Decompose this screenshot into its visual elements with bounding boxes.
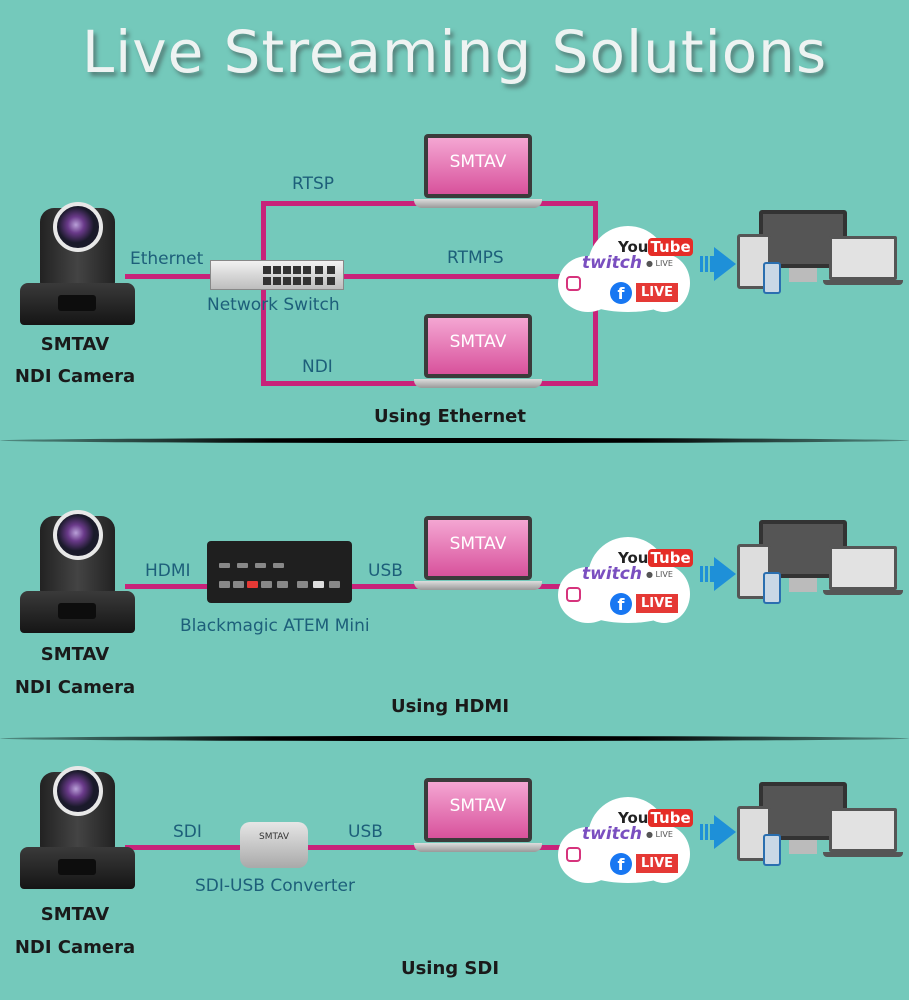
viewer-devices	[737, 782, 907, 882]
laptop-ndi: SMTAV	[414, 314, 542, 388]
camera-model: NDI Camera	[14, 937, 136, 958]
sdi-label: SDI	[173, 822, 202, 842]
camera-model: NDI Camera	[14, 366, 136, 387]
camera-brand: SMTAV	[40, 904, 110, 925]
atem-mini-image	[207, 541, 352, 603]
viewer-devices	[737, 210, 907, 310]
facebook-live-label: LIVE	[636, 283, 679, 302]
network-switch-image	[210, 260, 344, 290]
camera-model: NDI Camera	[14, 677, 136, 698]
sdi-usb-converter-label: SDI-USB Converter	[195, 876, 355, 896]
rtsp-label: RTSP	[292, 174, 335, 194]
laptop: SMTAV	[414, 778, 542, 852]
twitch-logo: twitch	[582, 824, 642, 844]
viewer-devices	[737, 520, 907, 620]
laptop-screen-text: SMTAV	[428, 318, 528, 374]
laptop-screen-text: SMTAV	[428, 782, 528, 838]
path-left-vertical	[261, 201, 266, 386]
page-title: Live Streaming Solutions	[81, 18, 828, 86]
section-caption-sdi: Using SDI	[400, 958, 500, 979]
laptop-screen-text: SMTAV	[428, 138, 528, 194]
section-caption-ethernet: Using Ethernet	[374, 406, 526, 427]
ndi-camera-image	[15, 764, 140, 889]
instagram-live-icon	[566, 587, 581, 602]
ndi-label: NDI	[302, 357, 333, 377]
instagram-live-icon	[566, 847, 581, 862]
ethernet-cable	[125, 274, 215, 279]
sdi-usb-cable	[125, 845, 570, 850]
rtmps-label: RTMPS	[447, 248, 504, 268]
arrow-right-icon	[700, 557, 736, 591]
laptop-rtsp: SMTAV	[414, 134, 542, 208]
facebook-icon: f	[610, 853, 632, 875]
instagram-live-icon	[566, 276, 581, 291]
ndi-camera-image	[15, 508, 140, 633]
usb-label: USB	[348, 822, 383, 842]
facebook-live-label: LIVE	[636, 854, 679, 873]
laptop-screen-text: SMTAV	[428, 520, 528, 576]
youtube-live-label: ● LIVE	[646, 259, 673, 268]
section-caption-hdmi: Using HDMI	[390, 696, 510, 717]
youtube-live-label: ● LIVE	[646, 830, 673, 839]
ethernet-label: Ethernet	[130, 249, 204, 269]
twitch-logo: twitch	[582, 564, 642, 584]
facebook-icon: f	[610, 593, 632, 615]
youtube-live-label: ● LIVE	[646, 570, 673, 579]
ndi-camera-image	[15, 200, 140, 325]
atem-mini-label: Blackmagic ATEM Mini	[180, 616, 370, 636]
usb-label: USB	[368, 561, 403, 581]
arrow-right-icon	[700, 247, 736, 281]
twitch-logo: twitch	[582, 253, 642, 273]
camera-brand: SMTAV	[40, 334, 110, 355]
hdmi-label: HDMI	[145, 561, 191, 581]
section-divider	[0, 736, 909, 741]
camera-brand: SMTAV	[40, 644, 110, 665]
laptop: SMTAV	[414, 516, 542, 590]
facebook-live-label: LIVE	[636, 594, 679, 613]
sdi-usb-converter-image: SMTAV	[240, 822, 308, 868]
section-divider	[0, 438, 909, 443]
rtmps-path	[340, 274, 570, 279]
facebook-icon: f	[610, 282, 632, 304]
network-switch-label: Network Switch	[207, 295, 340, 315]
arrow-right-icon	[700, 815, 736, 849]
converter-brand: SMTAV	[258, 832, 289, 842]
